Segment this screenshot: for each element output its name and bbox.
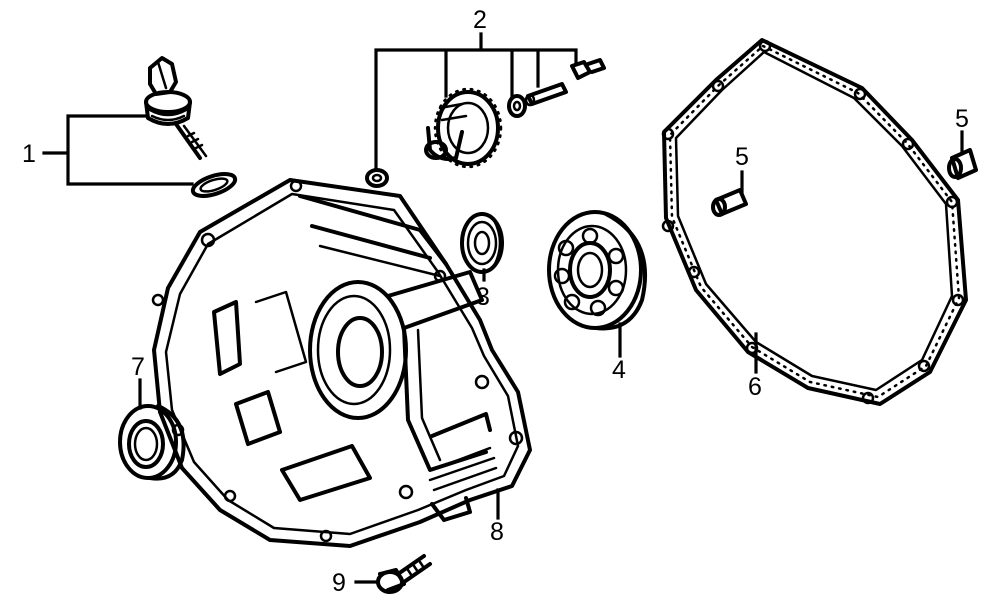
callout-5-left: 5 (735, 143, 749, 171)
part-1-o-ring (190, 172, 238, 198)
part-8-crankcase-cover (151, 178, 532, 548)
part-2-governor-gear (424, 87, 503, 169)
callout-9: 9 (332, 569, 346, 597)
callout-5-right: 5 (955, 105, 969, 133)
callout-1: 1 (22, 140, 36, 168)
part-7-oil-seal (118, 404, 186, 481)
part-2-shaft-pin (524, 82, 568, 107)
callout-labels: 1 2 3 4 5 5 6 7 8 9 (22, 6, 969, 597)
part-6-gasket (661, 38, 968, 406)
callout-6: 6 (748, 373, 762, 401)
callout-3: 3 (476, 283, 490, 311)
callout-4: 4 (612, 356, 626, 384)
part-3-small-bearing (460, 212, 504, 274)
part-2-small-washer (507, 94, 527, 118)
part-2-bolt (570, 58, 606, 80)
part-9-flange-bolt (376, 554, 432, 594)
leader-lines (42, 32, 964, 584)
part-4-large-bearing (547, 210, 647, 331)
part-1-oil-filler-cap (144, 56, 208, 160)
part-5-dowel-pin-left (711, 188, 748, 217)
part-2-washer (365, 168, 389, 188)
callout-7: 7 (131, 353, 145, 381)
callout-2: 2 (473, 6, 487, 34)
callout-8: 8 (490, 518, 504, 546)
part-5-dowel-pin-right (947, 148, 978, 180)
